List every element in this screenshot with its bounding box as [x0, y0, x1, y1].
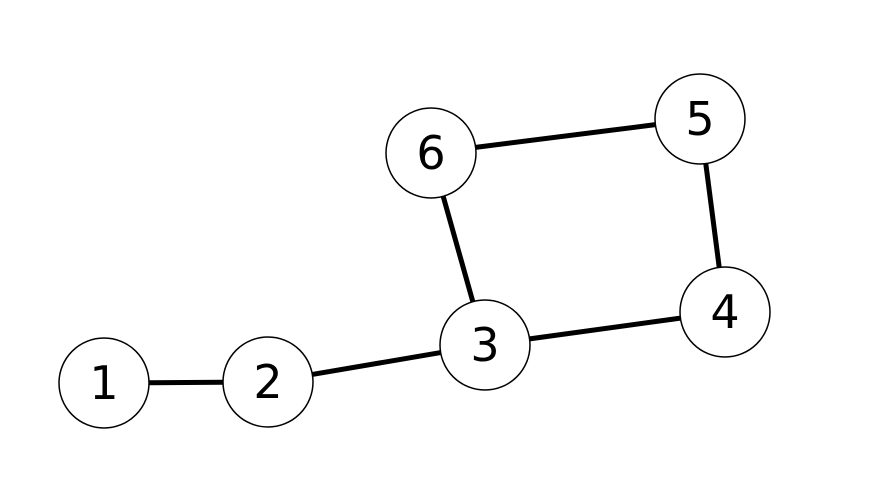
- node-label-2: 2: [253, 355, 282, 409]
- node-6: 6: [385, 107, 477, 199]
- node-5: 5: [654, 73, 746, 165]
- node-4: 4: [679, 266, 771, 358]
- node-label-4: 4: [710, 285, 739, 339]
- edge-5-6: [475, 122, 656, 150]
- node-label-5: 5: [685, 92, 714, 146]
- edges-layer: [148, 122, 722, 386]
- node-3: 3: [439, 299, 531, 391]
- edge-2-3: [311, 350, 442, 377]
- node-circle-5: [654, 73, 746, 165]
- node-circle-1: [58, 337, 150, 429]
- node-circle-3: [439, 299, 531, 391]
- node-label-1: 1: [89, 356, 118, 410]
- edge-3-4: [529, 315, 681, 342]
- node-circle-6: [385, 107, 477, 199]
- node-1: 1: [58, 337, 150, 429]
- edge-6-3: [440, 195, 476, 303]
- node-circle-4: [679, 266, 771, 358]
- edge-4-5: [703, 163, 722, 268]
- node-circle-2: [222, 336, 314, 428]
- node-label-6: 6: [416, 126, 445, 180]
- node-label-3: 3: [470, 318, 499, 372]
- nodes-layer: 1 2 3 4 5 6: [58, 73, 771, 429]
- node-2: 2: [222, 336, 314, 428]
